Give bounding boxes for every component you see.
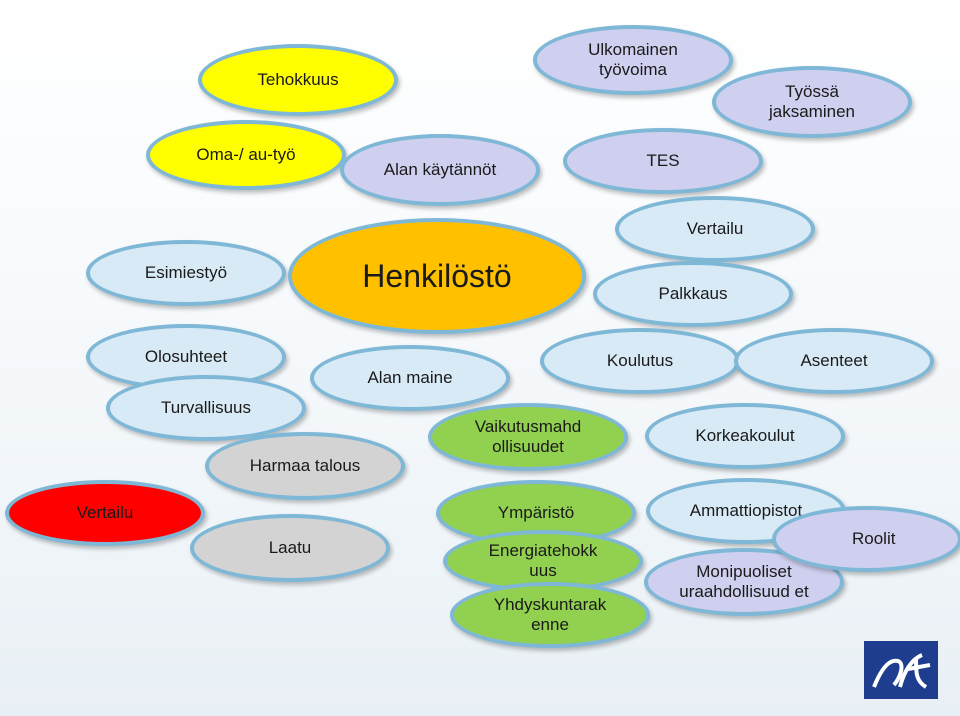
node-vertailu-top: Vertailu xyxy=(615,196,815,262)
node-vertailu-left: Vertailu xyxy=(5,480,205,546)
node-alan-maine: Alan maine xyxy=(310,345,510,411)
node-alan-kaytannot: Alan käytännöt xyxy=(340,134,540,206)
node-harmaa-talous: Harmaa talous xyxy=(205,432,405,500)
node-henkilosto: Henkilöstö xyxy=(288,218,586,334)
node-ulkomainen-tyovoima: Ulkomainen työvoima xyxy=(533,25,733,95)
node-monipuoliset: Monipuoliset uraahdollisuud et xyxy=(644,548,844,616)
node-yhdyskuntarakenne: Yhdyskuntarak enne xyxy=(450,582,650,648)
node-korkeakoulut: Korkeakoulut xyxy=(645,403,845,469)
node-roolit: Roolit xyxy=(772,506,960,572)
node-turvallisuus: Turvallisuus xyxy=(106,375,306,441)
node-tes: TES xyxy=(563,128,763,194)
node-koulutus: Koulutus xyxy=(540,328,740,394)
node-laatu: Laatu xyxy=(190,514,390,582)
node-asenteet: Asenteet xyxy=(734,328,934,394)
node-tehokkuus: Tehokkuus xyxy=(198,44,398,116)
logo-mark-icon xyxy=(864,641,938,699)
node-vaikutusmahdollisuudet: Vaikutusmahd ollisuudet xyxy=(428,403,628,471)
node-oma-au-tyo: Oma-/ au-työ xyxy=(146,120,346,190)
node-palkkaus: Palkkaus xyxy=(593,261,793,327)
node-esimiestyo: Esimiestyö xyxy=(86,240,286,306)
node-tyossa-jaksaminen: Työssä jaksaminen xyxy=(712,66,912,138)
organization-logo-icon xyxy=(864,641,938,699)
